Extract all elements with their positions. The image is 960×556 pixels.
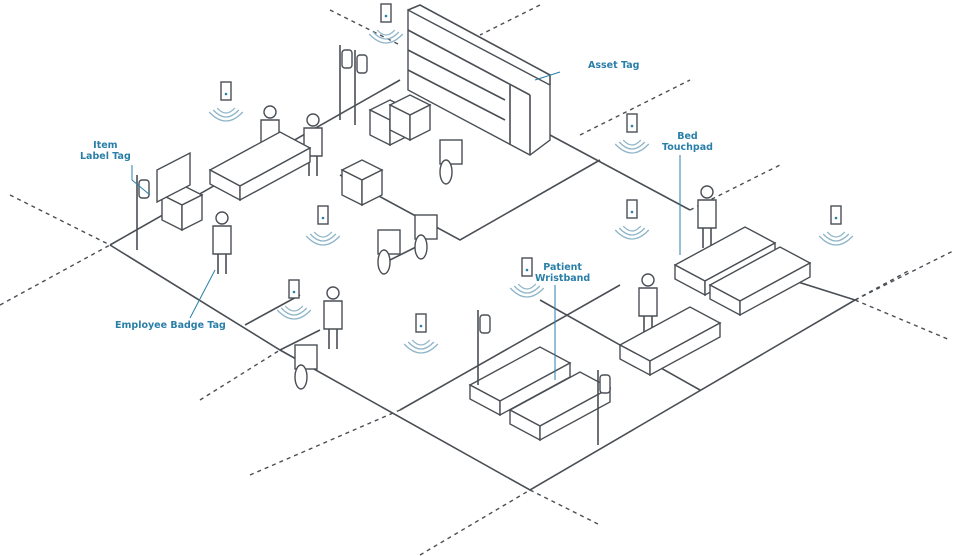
wheelchair-icon — [377, 229, 401, 275]
storage-cabinet — [407, 4, 551, 156]
hospital-bed-icon — [708, 246, 812, 317]
wireless-sensor-icon — [305, 205, 341, 246]
callout-leaders — [131, 71, 681, 380]
hospital-bed-icon — [208, 131, 312, 202]
iv-pole-icon — [354, 50, 368, 125]
wireless-sensor-icon — [208, 81, 244, 122]
wireless-sensor-icon — [614, 113, 650, 154]
person-icon — [638, 273, 658, 336]
monitor-icon — [156, 151, 191, 204]
asset-tag-label: Asset Tag — [588, 60, 640, 71]
supply-cart-icon — [388, 94, 432, 142]
wireless-tags — [208, 3, 854, 354]
hospital-bed-icon — [618, 306, 722, 377]
patient-wristband-label: Patient Wristband — [535, 262, 590, 284]
bed-touchpad-line2: Touchpad — [662, 142, 713, 153]
supply-cart-icon — [340, 159, 384, 207]
item-label-line2: Label Tag — [80, 151, 131, 162]
bed-touchpad-line1: Bed — [677, 131, 698, 142]
wheelchair-icon — [414, 214, 438, 260]
item-label-line1: Item — [93, 140, 118, 151]
iv-pole-icon — [477, 310, 491, 385]
person-icon — [212, 211, 232, 274]
wireless-sensor-icon — [368, 3, 404, 44]
wireless-sensor-icon — [276, 279, 312, 320]
person-icon — [697, 185, 717, 248]
item-label-tag-label: Item Label Tag — [80, 140, 131, 162]
person-icon — [323, 286, 343, 349]
wireless-sensor-icon — [614, 199, 650, 240]
wireless-sensor-icon — [403, 313, 439, 354]
bed-touchpad-label: Bed Touchpad — [662, 131, 713, 153]
figures — [136, 45, 812, 445]
hospital-bed-icon — [508, 371, 612, 442]
patient-wristband-line2: Wristband — [535, 273, 591, 284]
patient-wristband-line1: Patient — [543, 262, 582, 273]
wireless-sensor-icon — [509, 257, 545, 298]
iv-pole-icon — [597, 370, 611, 445]
wireless-sensor-icon — [818, 205, 854, 246]
wheelchair-icon — [294, 344, 318, 390]
iv-pole-icon — [339, 45, 353, 120]
employee-badge-tag-label: Employee Badge Tag — [115, 320, 226, 331]
wheelchair-icon — [439, 139, 463, 185]
person-icon — [303, 113, 323, 176]
dashed-extension-lines — [0, 4, 956, 556]
iv-pole-icon — [136, 175, 150, 250]
